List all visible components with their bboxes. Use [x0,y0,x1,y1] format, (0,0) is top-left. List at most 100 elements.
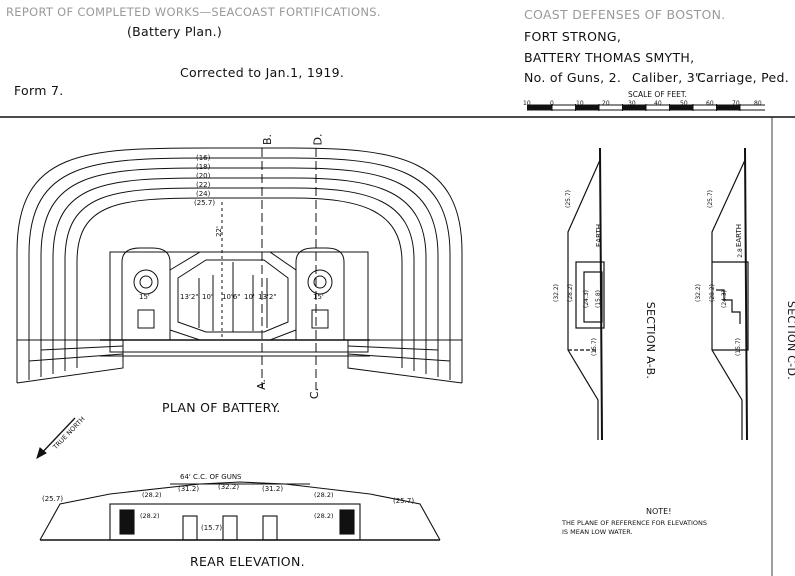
coast-defenses: COAST DEFENSES OF BOSTON. [524,7,726,22]
plan-elev: (16) [196,154,211,162]
north-arrow [36,417,76,460]
plan-type: (Battery Plan.) [127,24,223,39]
guns-spacing: 64' C.C. OF GUNS [180,473,242,481]
section-cd-elev: (24.3) [721,289,729,309]
rear-elevation [39,481,441,541]
dim-inner: 10'6" [222,293,241,301]
elevation-left-door [119,509,135,535]
battery-name: BATTERY THOMAS SMYTH, [524,50,695,65]
left-stair [137,309,155,329]
elev-label: (15.7) [201,524,223,532]
elevation-door-2 [222,515,238,541]
elev-label: (28.2) [142,491,162,499]
elev-label: (25.7) [393,497,415,505]
corrected-date: Corrected to Jan.1, 1919. [180,65,345,80]
right-gun-pit [307,269,333,295]
plan-elev: (22) [196,181,211,189]
scale-segment [622,105,646,110]
scale-tick: 0 [550,100,554,107]
plan-elev: (24) [196,190,211,198]
elevation-title: REAR ELEVATION. [190,554,305,569]
section-ab-elev: (32.2) [553,283,561,303]
section-cd-elev: (25.7) [707,189,715,209]
left-gun-mount [139,275,153,289]
note-line-1: THE PLANE OF REFERENCE FOR ELEVATIONS [562,519,708,527]
scale-tick: 80 [754,100,762,107]
magazine-inner [177,259,289,333]
plan-contour-4 [52,177,427,374]
section-cd-face [744,147,748,441]
right-gun-mount [313,275,327,289]
scale-tick: 70 [732,100,740,107]
plan-battery-outline [109,251,369,353]
scale-tick: 10 [523,100,531,107]
section-ab-elev: (25.7) [565,189,573,209]
plan-contour-5 [64,187,415,371]
plan-drawing [16,147,463,390]
earth-label-cd: EARTH [735,223,744,248]
elev-label: (28.2) [140,512,160,520]
elevation-door-1 [182,515,198,541]
elevation-right-door [339,509,355,535]
elevation-facade [109,503,361,541]
section-a-marker: A. [254,379,268,390]
dim-15-right: 15' [313,293,324,301]
elev-label: (31.2) [178,485,200,493]
section-ab-elev: (28.2) [567,283,575,303]
scale-title: SCALE OF FEET. [628,90,687,99]
scale-tick: 60 [706,100,714,107]
plan-right-flank-line2 [347,345,439,351]
section-ab-chamber-inner [583,271,603,323]
scale-tick: 20 [602,100,610,107]
scale-tick: 50 [680,100,688,107]
section-ab-label: SECTION A-B. [644,301,658,380]
dim-22: 22' [214,226,223,237]
section-cd-profile [711,148,746,440]
section-d-marker: D. [311,133,325,146]
carriage: Carriage, Ped. [697,70,790,85]
plan-contour-3 [40,167,439,377]
section-cd-steps [716,289,741,324]
section-c-marker: C. [308,387,322,400]
note-line-2: IS MEAN LOW WATER. [562,528,633,536]
section-ab-face [599,147,603,441]
caliber: Caliber, 3". [632,70,706,85]
scale-tick: 10 [576,100,584,107]
elev-label: (31.2) [262,485,284,493]
elevation-profile [39,481,441,541]
fort-name: FORT STRONG, [524,29,622,44]
scale-segment [575,105,599,110]
note-title: NOTE! [646,507,672,516]
plan-elev: (18) [196,163,211,171]
section-cd-elev: (32.2) [695,283,703,303]
elev-label: (28.2) [314,512,334,520]
scale-bar [527,104,765,111]
dim-inner: 10' [202,293,213,301]
plan-elev: (25.7) [194,199,216,207]
guns-count: No. of Guns, 2. [524,70,622,85]
dim-inner: 10' [244,293,255,301]
elev-label: (32.2) [218,483,240,491]
form-number: Form 7. [14,83,64,98]
plan-contour-1 [16,147,463,383]
scale-segment [669,105,693,110]
dim-inner: 13'2" [258,293,277,301]
dim-15-left: 15' [139,293,150,301]
left-gun-pit [133,269,159,295]
scale-segment [716,105,740,110]
section-ab-elev: (24.3) [583,289,591,309]
earth-label-ab: EARTH [595,223,604,248]
plan-title: PLAN OF BATTERY. [162,400,281,415]
plan-left-flank-line1 [28,353,124,362]
elev-label: (25.7) [42,495,64,503]
plan-right-flank-line1 [347,353,451,362]
section-ab-elev: (15.7) [591,337,599,357]
dim-inner: 13'2" [180,293,199,301]
section-ab-elev: (15.8) [595,289,603,309]
section-cd-elev: 2.8 [736,248,744,258]
section-cd-chamber [712,261,749,351]
section-cd-elev: (15.7) [735,337,743,357]
section-cd-label: SECTION C-D. [785,300,795,381]
plan-elev: (20) [196,172,211,180]
